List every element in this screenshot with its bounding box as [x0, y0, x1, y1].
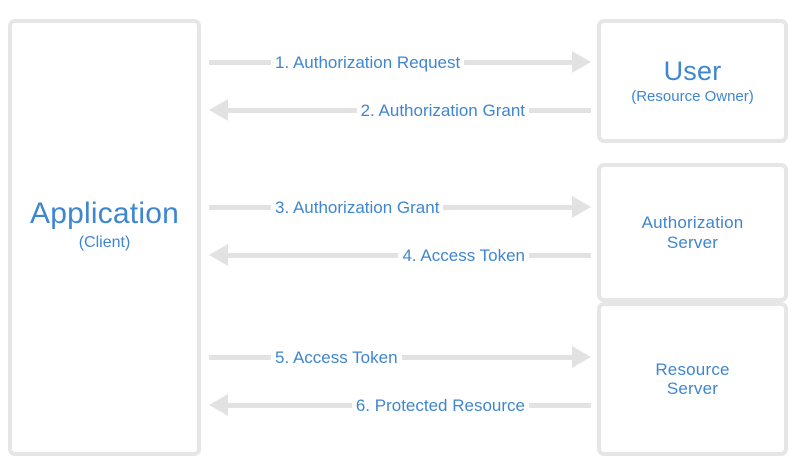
flow-6-line-lead: [228, 402, 352, 408]
arrow-right-icon: [572, 346, 591, 368]
flow-5-label: 5. Access Token: [275, 347, 398, 367]
flow-step-4: 4. Access Token: [209, 242, 591, 268]
flow-1-label: 1. Authorization Request: [275, 52, 461, 72]
flow-4-label: 4. Access Token: [402, 245, 525, 265]
flow-5-line-trail: [401, 354, 572, 360]
flow-1-line-trail: [464, 59, 572, 65]
flow-step-1: 1. Authorization Request: [209, 49, 591, 75]
flow-2-line-trail: [529, 107, 591, 113]
flow-6-label: 6. Protected Resource: [355, 395, 525, 415]
entity-box-user-resource-owner: User (Resource Owner): [597, 19, 788, 143]
flow-step-5: 5. Access Token: [209, 344, 591, 370]
flow-step-6: 6. Protected Resource: [209, 392, 591, 418]
user-title: User: [663, 55, 722, 86]
application-title: Application: [30, 197, 179, 230]
arrow-right-icon: [572, 196, 591, 218]
flow-4-line-trail: [529, 252, 591, 258]
entity-box-authorization-server: Authorization Server: [597, 163, 788, 302]
flow-3-line-trail: [443, 204, 572, 210]
resource-server-title-line2: Server: [666, 379, 719, 398]
flow-3-line-lead: [209, 204, 271, 210]
flow-step-3: 3. Authorization Grant: [209, 194, 591, 220]
arrow-left-icon: [209, 99, 228, 121]
flow-6-line-trail: [529, 402, 591, 408]
flow-step-2: 2. Authorization Grant: [209, 97, 591, 123]
flow-5-line-lead: [209, 354, 271, 360]
flow-2-line-lead: [228, 107, 357, 113]
arrow-left-icon: [209, 244, 228, 266]
flow-2-label: 2. Authorization Grant: [360, 100, 525, 120]
flow-3-label: 3. Authorization Grant: [275, 197, 440, 217]
authorization-server-title-line2: Server: [666, 232, 719, 252]
entity-box-resource-server: Resource Server: [597, 302, 788, 456]
flow-4-line-lead: [228, 252, 399, 258]
arrow-right-icon: [572, 51, 591, 73]
arrow-left-icon: [209, 394, 228, 416]
application-subtitle: (Client): [78, 233, 131, 251]
user-subtitle: (Resource Owner): [631, 88, 754, 106]
resource-server-title-line1: Resource: [655, 359, 730, 379]
entity-box-application-client: Application (Client): [8, 19, 201, 456]
authorization-server-title-line1: Authorization: [641, 213, 744, 233]
flow-1-line-lead: [209, 59, 271, 65]
